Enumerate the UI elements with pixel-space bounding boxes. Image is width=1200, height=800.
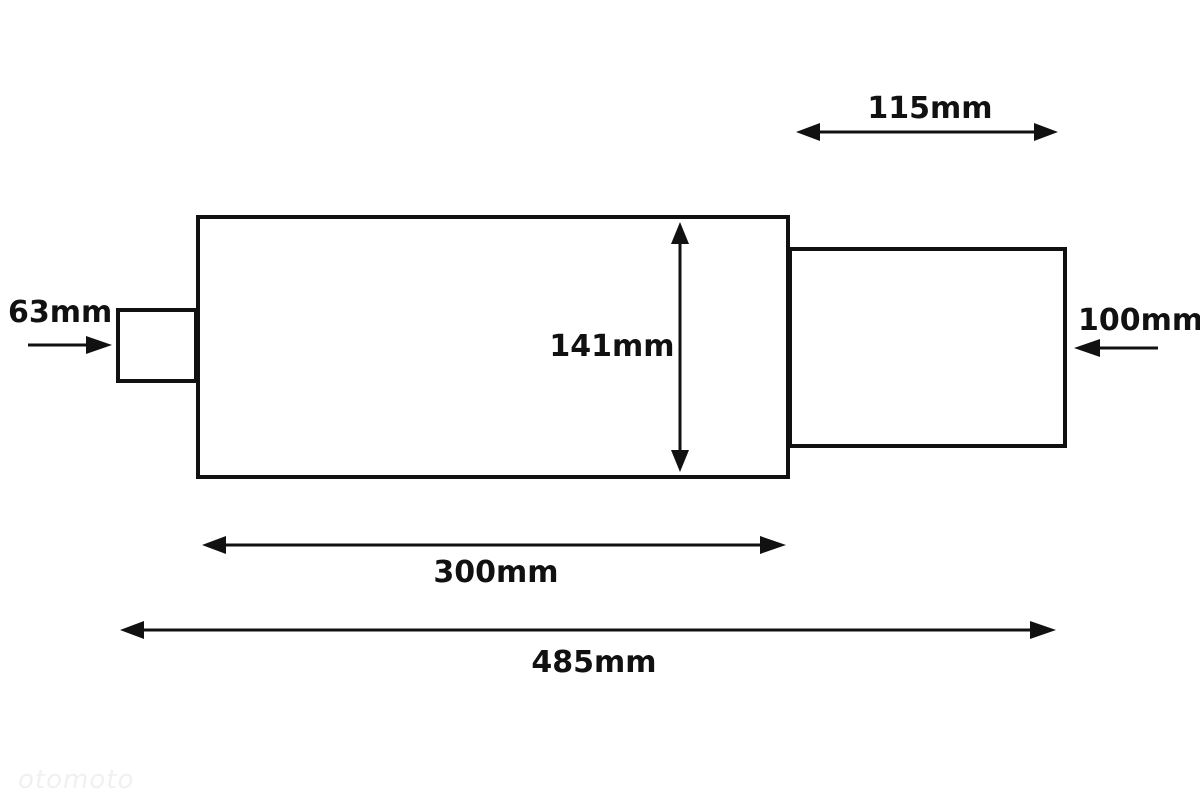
outlet-length-label: 115mm <box>867 91 992 126</box>
arrow-right-icon <box>86 336 112 354</box>
arrow-right-icon <box>1034 123 1058 141</box>
arrow-right-icon <box>760 536 786 554</box>
dimension-outlet-diameter: 100mm <box>1074 303 1200 357</box>
outlet-diameter-label: 100mm <box>1078 303 1200 338</box>
dimension-outlet-length: 115mm <box>796 91 1058 141</box>
body-length-label: 300mm <box>433 555 558 590</box>
dimension-body-length: 300mm <box>202 536 786 590</box>
inlet-diameter-label: 63mm <box>8 295 112 330</box>
arrow-left-icon <box>202 536 226 554</box>
arrow-up-icon <box>671 222 689 244</box>
dimension-total-length: 485mm <box>120 621 1056 680</box>
outlet-tip <box>788 247 1067 448</box>
arrow-down-icon <box>671 450 689 472</box>
body-diameter-label: 141mm <box>549 329 674 364</box>
arrow-left-icon <box>796 123 820 141</box>
inlet-pipe <box>116 308 198 383</box>
dimension-inlet-diameter: 63mm <box>8 295 112 354</box>
arrow-left-icon <box>120 621 144 639</box>
total-length-label: 485mm <box>531 645 656 680</box>
arrow-right-icon <box>1030 621 1056 639</box>
muffler-body <box>196 215 790 479</box>
watermark: otomoto <box>18 765 134 795</box>
dimension-body-diameter: 141mm <box>549 222 689 472</box>
arrow-left-icon <box>1074 339 1100 357</box>
